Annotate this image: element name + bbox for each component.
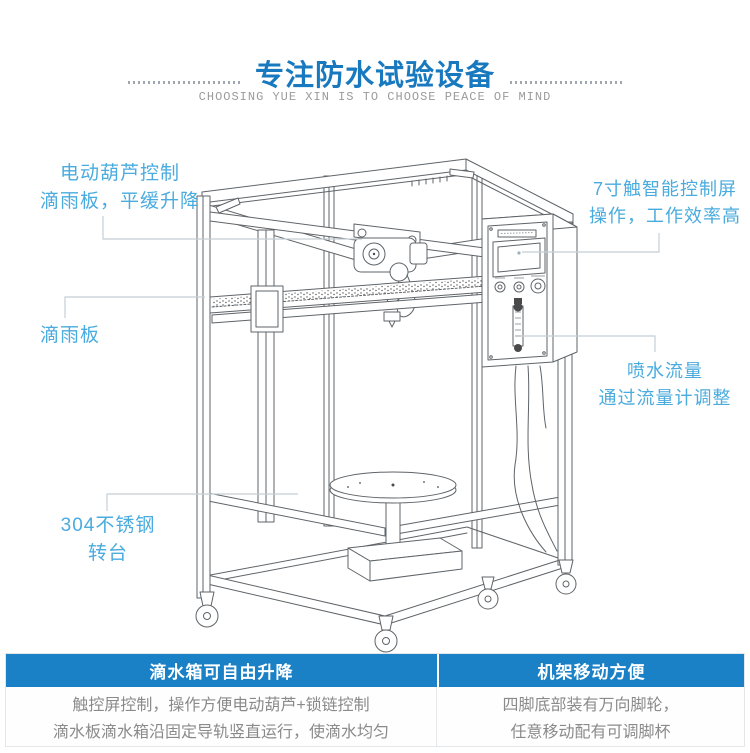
feature-header-frame-mobility: 机架移动方便 (438, 654, 744, 687)
touch-screen-drawing (492, 237, 546, 278)
electric-hoist-drawing (353, 223, 428, 318)
collection-box-drawing (347, 537, 463, 582)
turntable-drawing (329, 471, 457, 545)
callout-line: 转台 (87, 543, 128, 564)
control-panel-drawing (481, 213, 578, 368)
callout-drip-board: 滴雨板 (20, 322, 120, 350)
title-dotted-line-right (510, 81, 622, 84)
callout-connectors (64, 216, 660, 511)
callout-turntable: 304不锈钢 转台 (38, 512, 178, 568)
title-dotted-line-left (128, 81, 240, 84)
callout-line: 电动葫芦控制 (59, 163, 180, 184)
page-subtitle: CHOOSING YUE XIN IS TO CHOOSE PEACE OF M… (198, 90, 552, 104)
feature-text-line: 四脚底部装有万向脚轮， (502, 697, 679, 714)
features-table-header-row: 滴水箱可自由升降 机架移动方便 (6, 654, 744, 687)
callout-line: 304不锈钢 (60, 515, 156, 536)
features-table: 滴水箱可自由升降 机架移动方便 触控屏控制，操作方便电动葫芦+锁链控制 滴水板滴… (5, 653, 745, 747)
callout-line: 操作，工作效率高 (589, 206, 741, 226)
callout-line: 滴雨板 (39, 325, 100, 346)
feature-text-line: 任意移动配有可调脚杯 (510, 724, 671, 741)
lift-rail-drawing (250, 229, 284, 523)
callout-line: 通过流量计调整 (598, 388, 732, 408)
callout-electric-hoist: 电动葫芦控制 滴雨板，平缓升降 (22, 160, 218, 216)
feature-text-line: 触控屏控制，操作方便电动葫芦+锁链控制 (72, 697, 370, 714)
page-title: 专注防水试验设备 (254, 60, 495, 92)
flow-meter-drawing (512, 298, 524, 352)
casters-drawing (195, 559, 577, 653)
features-table-body-row: 触控屏控制，操作方便电动葫芦+锁链控制 滴水板滴水箱沿固定导轨竖直运行，使滴水均… (6, 687, 744, 746)
hoses-drawing (513, 365, 558, 553)
callout-line: 喷水流量 (627, 361, 703, 381)
callout-line: 7寸触智能控制屏 (592, 179, 737, 199)
callout-touch-screen: 7寸触智能控制屏 操作，工作效率高 (582, 176, 748, 230)
feature-header-drip-tank: 滴水箱可自由升降 (6, 654, 437, 687)
feature-text-line: 滴水板滴水箱沿固定导轨竖直运行，使滴水均匀 (52, 724, 389, 741)
callout-spray-flow: 喷水流量 通过流量计调整 (582, 358, 748, 412)
callout-line: 滴雨板，平缓升降 (39, 191, 200, 212)
feature-cell-drip-tank: 触控屏控制，操作方便电动葫芦+锁链控制 滴水板滴水箱沿固定导轨竖直运行，使滴水均… (6, 687, 437, 746)
feature-cell-frame-mobility: 四脚底部装有万向脚轮， 任意移动配有可调脚杯 (437, 687, 744, 746)
